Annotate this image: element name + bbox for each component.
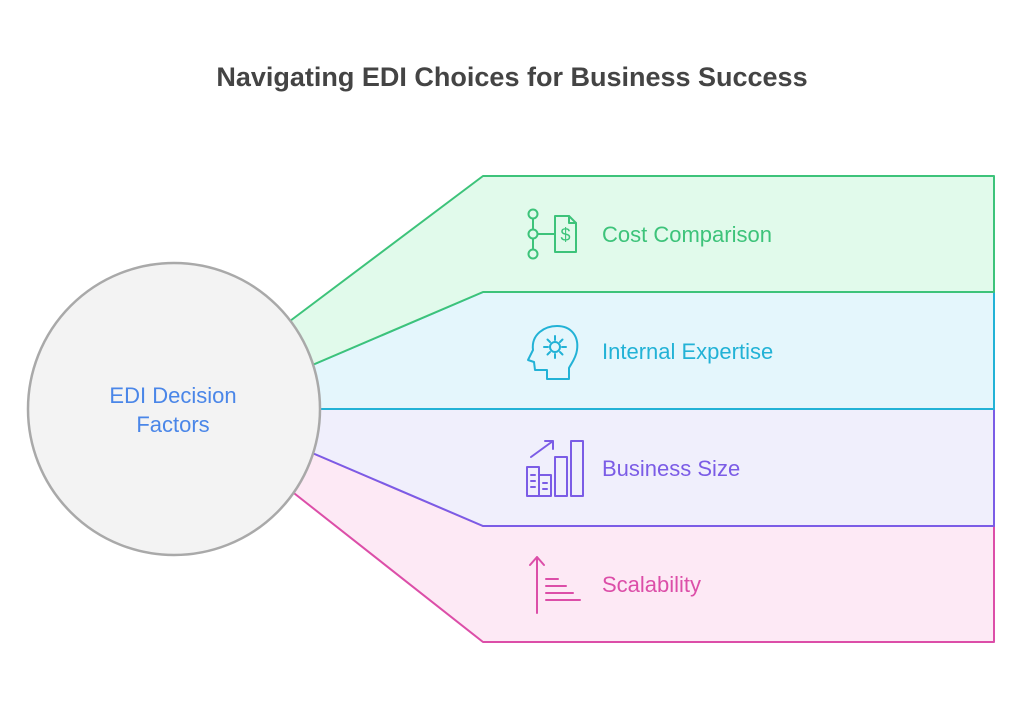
center-label: EDI Decision Factors	[70, 381, 276, 439]
svg-text:$: $	[560, 225, 570, 245]
label-business-size: Business Size	[602, 456, 741, 481]
diagram-title: Navigating EDI Choices for Business Succ…	[216, 62, 808, 92]
cost-document-icon: $	[527, 208, 577, 260]
center-label-line-2: Factors	[136, 412, 210, 437]
label-scalability: Scalability	[602, 572, 702, 597]
center-label-line-1: EDI Decision	[109, 383, 237, 408]
head-gear-icon	[527, 325, 579, 380]
label-internal-expertise: Internal Expertise	[602, 339, 774, 364]
label-cost-comparison: Cost Comparison	[602, 222, 772, 247]
scale-up-arrow-icon	[529, 556, 581, 614]
growth-chart-icon	[526, 440, 584, 497]
center-circle	[26, 261, 322, 557]
